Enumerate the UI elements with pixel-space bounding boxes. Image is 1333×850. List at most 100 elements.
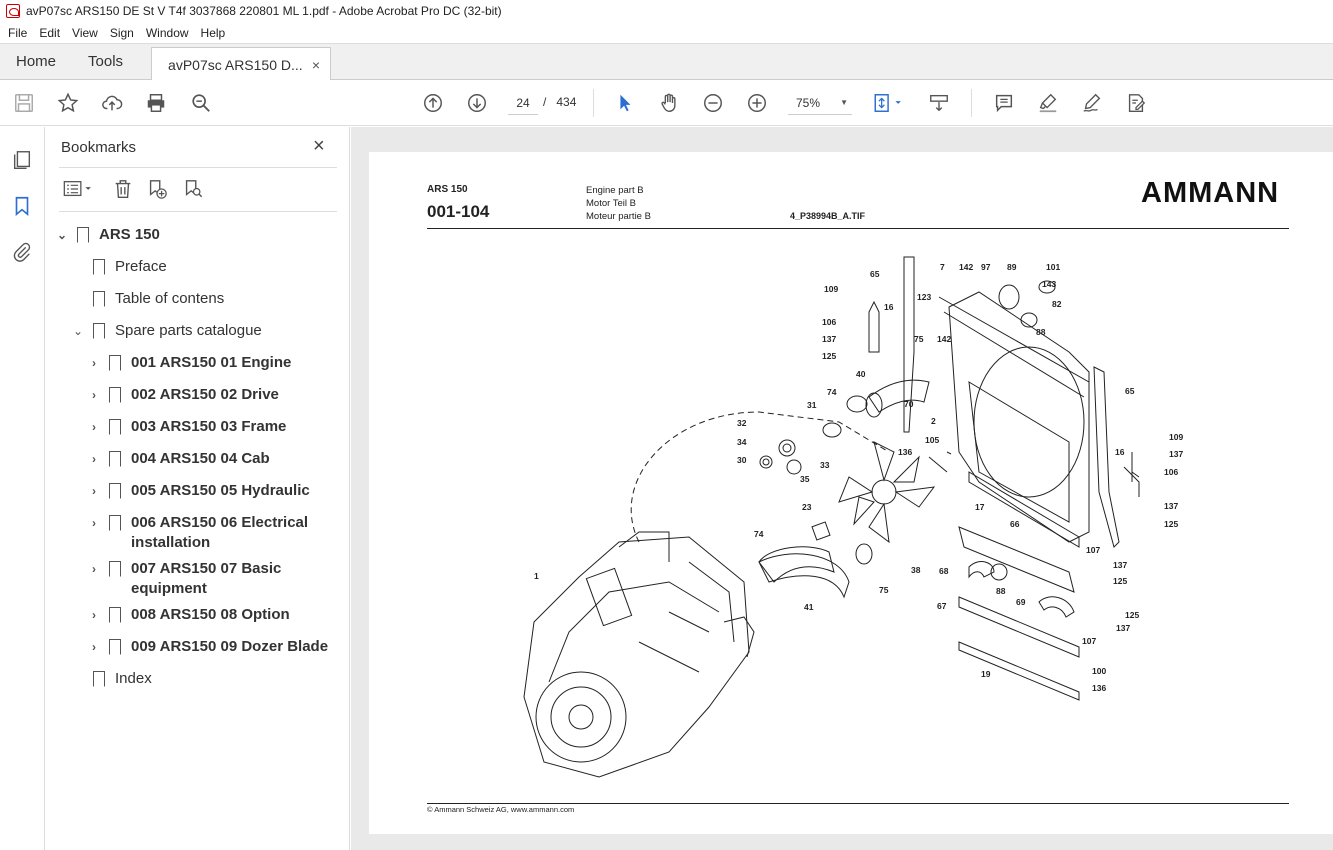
comment-icon[interactable] — [992, 91, 1016, 115]
zoom-select[interactable]: 75% ▼ — [788, 91, 852, 115]
radiator-drawing — [938, 291, 1090, 548]
chevron-right-icon[interactable]: › — [92, 452, 96, 466]
part-number-label: 109 — [824, 284, 838, 294]
part-number-label: 74 — [754, 529, 764, 539]
part-number-label: 136 — [898, 447, 912, 457]
bookmark-icon — [76, 227, 89, 246]
toolbar-divider — [593, 89, 594, 117]
part-number-label: 30 — [737, 455, 747, 465]
next-page-icon[interactable] — [465, 91, 489, 115]
attachments-icon[interactable] — [10, 240, 34, 264]
chevron-down-icon[interactable]: ⌄ — [72, 324, 84, 338]
copyright-footer: © Ammann Schweiz AG, www.ammann.com — [427, 805, 575, 814]
bookmark-item[interactable]: ⌄ ARS 150 — [55, 225, 160, 246]
menu-window[interactable]: Window — [145, 25, 189, 40]
bookmark-item[interactable]: › 001 ARS150 01 Engine — [87, 353, 291, 374]
close-icon[interactable]: × — [313, 135, 325, 157]
part-number-label: 106 — [822, 317, 836, 327]
bookmark-panel-icon[interactable] — [10, 194, 34, 218]
bookmark-icon — [108, 355, 121, 374]
bookmark-label: 005 ARS150 05 Hydraulic — [131, 482, 310, 499]
previous-page-icon[interactable] — [421, 91, 445, 115]
save-icon[interactable] — [12, 91, 36, 115]
menu-sign[interactable]: Sign — [109, 25, 134, 40]
tab-document[interactable]: avP07sc ARS150 D... × — [151, 47, 332, 81]
part-number-label: 68 — [939, 566, 949, 576]
zoom-in-icon[interactable] — [745, 91, 769, 115]
bookmark-item[interactable]: ⌄ Spare parts catalogue — [71, 321, 262, 342]
chevron-right-icon[interactable]: › — [92, 562, 96, 576]
delete-bookmark-icon[interactable] — [111, 177, 135, 201]
menu-help[interactable]: Help — [200, 25, 226, 40]
zoom-out-icon[interactable] — [701, 91, 725, 115]
bookmark-item[interactable]: Preface — [92, 257, 167, 278]
part-number-label: 17 — [975, 502, 985, 512]
bookmark-icon — [92, 291, 105, 310]
bookmarks-title: Bookmarks — [61, 139, 137, 156]
share-upload-icon[interactable] — [100, 91, 124, 115]
part-number-label: 109 — [1169, 432, 1183, 442]
chevron-right-icon[interactable]: › — [92, 388, 96, 402]
bookmark-label: 004 ARS150 04 Cab — [131, 450, 270, 467]
bookmark-label: 009 ARS150 09 Dozer Blade — [131, 638, 329, 655]
brand-logo: AMMANN — [1141, 177, 1280, 209]
chevron-down-icon: ▼ — [840, 98, 848, 107]
chevron-right-icon[interactable]: › — [92, 640, 96, 654]
part-number-label: 125 — [822, 351, 836, 361]
document-viewport[interactable]: ARS 150 001-104 Engine part B Motor Teil… — [351, 127, 1333, 850]
sign-pen-icon[interactable] — [1080, 91, 1104, 115]
menu-edit[interactable]: Edit — [39, 25, 61, 40]
highlight-pen-icon[interactable] — [1036, 91, 1060, 115]
bookmark-item[interactable]: › 009 ARS150 09 Dozer Blade — [87, 637, 329, 658]
fit-page-icon[interactable] — [871, 91, 907, 115]
bookmark-item[interactable]: Index — [92, 669, 152, 690]
divider — [59, 211, 337, 212]
chevron-down-icon[interactable]: ⌄ — [56, 228, 68, 242]
bookmark-item[interactable]: › 002 ARS150 02 Drive — [87, 385, 279, 406]
select-cursor-icon[interactable] — [613, 91, 637, 115]
page-thumbnails-icon[interactable] — [10, 148, 34, 172]
bookmark-icon — [108, 515, 121, 534]
part-number-label: 125 — [1113, 576, 1127, 586]
chevron-right-icon[interactable]: › — [92, 516, 96, 530]
hand-tool-icon[interactable] — [657, 91, 681, 115]
bookmark-item[interactable]: › 003 ARS150 03 Frame — [87, 417, 286, 438]
zoom-value: 75% — [796, 95, 821, 110]
bookmark-item[interactable]: › 005 ARS150 05 Hydraulic — [87, 481, 310, 502]
tab-document-label: avP07sc ARS150 D... — [168, 56, 303, 73]
bookmark-label: Preface — [115, 258, 167, 275]
part-number-label: 125 — [1164, 519, 1178, 529]
tab-home[interactable]: Home — [16, 53, 57, 70]
bookmark-item[interactable]: › 008 ARS150 08 Option — [87, 605, 290, 626]
navigation-rail — [0, 127, 45, 850]
scroll-mode-icon[interactable] — [927, 91, 951, 115]
star-icon[interactable] — [56, 91, 80, 115]
part-number-label: 75 — [879, 585, 889, 595]
menu-view[interactable]: View — [72, 25, 98, 40]
new-bookmark-icon[interactable] — [145, 177, 169, 201]
tab-close-icon[interactable]: × — [311, 56, 321, 73]
fill-sign-icon[interactable] — [1124, 91, 1148, 115]
tab-tools[interactable]: Tools — [88, 53, 124, 70]
bookmark-item[interactable]: Table of contens — [92, 289, 224, 310]
chevron-right-icon[interactable]: › — [92, 484, 96, 498]
page-number-input[interactable]: 24 — [508, 91, 538, 115]
part-number-label: 23 — [802, 502, 812, 512]
part-number-label: 7 — [940, 262, 945, 272]
chevron-right-icon[interactable]: › — [92, 608, 96, 622]
find-zoom-icon[interactable] — [189, 91, 213, 115]
part-number-label: 67 — [937, 601, 947, 611]
bookmark-options-icon[interactable] — [61, 177, 97, 201]
part-number-label: 137 — [1164, 501, 1178, 511]
tab-bar: Home Tools avP07sc ARS150 D... × — [0, 43, 1333, 81]
bookmark-item[interactable]: › 004 ARS150 04 Cab — [87, 449, 270, 470]
chevron-right-icon[interactable]: › — [92, 356, 96, 370]
print-icon[interactable] — [144, 91, 168, 115]
search-bookmark-icon[interactable] — [181, 177, 205, 201]
menu-file[interactable]: File — [8, 25, 28, 40]
chevron-right-icon[interactable]: › — [92, 420, 96, 434]
